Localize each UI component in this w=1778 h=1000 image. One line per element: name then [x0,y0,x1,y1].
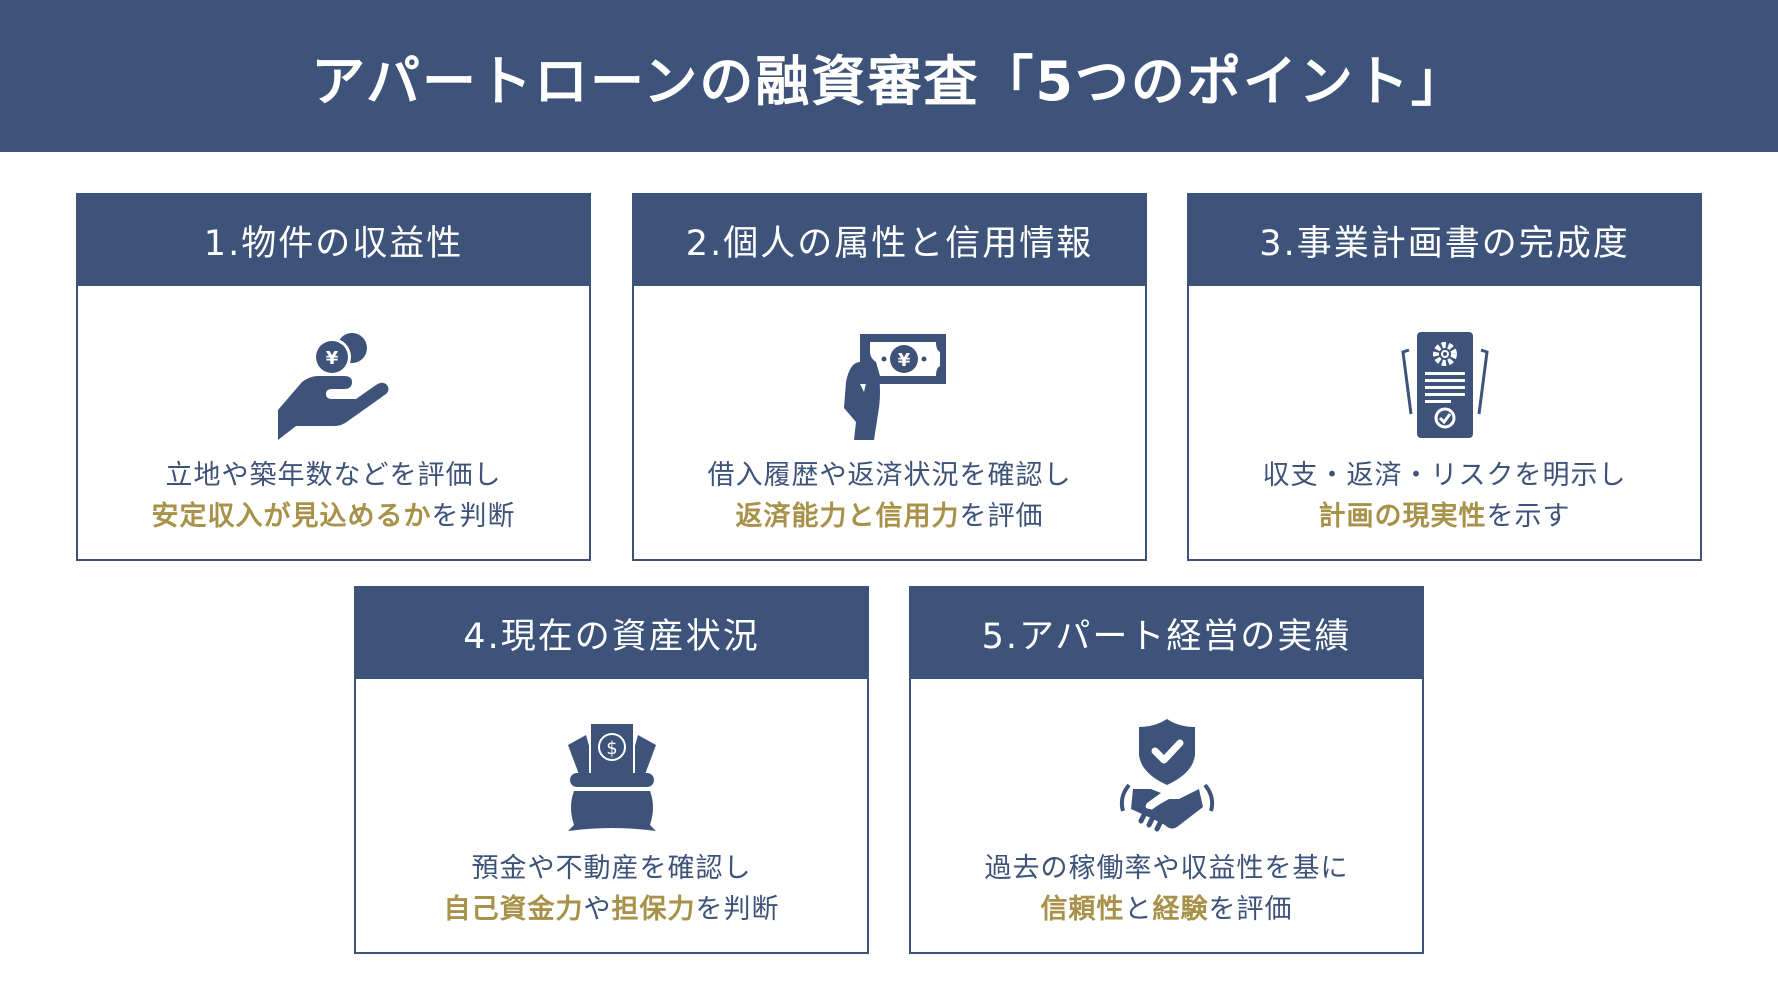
card-header: 5.アパート経営の実績 [911,588,1422,679]
point-card-4: 4.現在の資産状況 $ 預金や不動産を確認し 自己資金力や担保力を判断 [354,586,869,954]
card-heading: 3.事業計画書の完成度 [1259,224,1630,264]
text: を示す [1486,501,1571,532]
money-bag-dollar-icon: $ [552,715,672,835]
description-line-2: 計画の現実性を示す [1189,496,1700,537]
card-heading: 4.現在の資産状況 [463,617,760,657]
hand-yen-banknote-icon: ¥ [830,322,950,442]
text: や [583,894,612,925]
card-heading: 1.物件の収益性 [203,224,464,264]
text: と [1124,894,1153,925]
description-line-1: 借入履歴や返済状況を確認し [707,460,1072,491]
card-header: 2.個人の属性と信用情報 [634,195,1145,286]
highlight-text: 安定収入が見込めるか [151,501,432,532]
card-heading: 5.アパート経営の実績 [981,617,1352,657]
shield-check-handshake-icon [1107,715,1227,835]
description-line-2: 自己資金力や担保力を判断 [356,889,867,930]
highlight-text: 担保力 [611,894,696,925]
text: を判断 [695,894,780,925]
card-description: 預金や不動産を確認し 自己資金力や担保力を判断 [356,848,867,930]
card-description: 借入履歴や返済状況を確認し 返済能力と信用力を評価 [634,455,1145,537]
svg-text:¥: ¥ [325,348,338,369]
highlight-text: 信頼性 [1040,894,1125,925]
text: を判断 [431,501,516,532]
text: を評価 [1208,894,1293,925]
page-title: アパートローンの融資審査「5つのポイント」 [311,49,1467,113]
card-description: 収支・返済・リスクを明示し 計画の現実性を示す [1189,455,1700,537]
text: を評価 [959,501,1044,532]
title-banner: アパートローンの融資審査「5つのポイント」 [0,0,1778,152]
card-heading: 2.個人の属性と信用情報 [685,224,1094,264]
highlight-text: 計画の現実性 [1318,501,1487,532]
description-line-1: 預金や不動産を確認し [471,853,752,884]
description-line-2: 返済能力と信用力を評価 [634,496,1145,537]
point-card-5: 5.アパート経営の実績 過去の稼働率や収益性を基に 信頼性と経験を評価 [909,586,1424,954]
description-line-2: 信頼性と経験を評価 [911,889,1422,930]
description-line-1: 収支・返済・リスクを明示し [1262,460,1627,491]
card-description: 立地や築年数などを評価し 安定収入が見込めるかを判断 [78,455,589,537]
description-line-1: 過去の稼働率や収益性を基に [984,853,1349,884]
description-line-2: 安定収入が見込めるかを判断 [78,496,589,537]
description-line-1: 立地や築年数などを評価し [165,460,502,491]
document-gear-check-icon [1385,322,1505,442]
highlight-text: 自己資金力 [443,894,584,925]
svg-text:¥: ¥ [897,350,910,371]
svg-text:$: $ [606,738,617,759]
card-header: 1.物件の収益性 [78,195,589,286]
card-header: 3.事業計画書の完成度 [1189,195,1700,286]
highlight-text: 経験 [1152,894,1209,925]
hand-yen-coins-icon: ¥ [274,322,394,442]
card-header: 4.現在の資産状況 [356,588,867,679]
card-description: 過去の稼働率や収益性を基に 信頼性と経験を評価 [911,848,1422,930]
point-card-2: 2.個人の属性と信用情報 ¥ 借入履歴や返済状況を確認し 返済能力と信用力を評価 [632,193,1147,561]
highlight-text: 返済能力と信用力 [735,501,960,532]
point-card-1: 1.物件の収益性 ¥ 立地や築年数などを評価し 安定収入が見込めるかを判断 [76,193,591,561]
point-card-3: 3.事業計画書の完成度 収支・返済・リスクを明示し 計画の現実性を示す [1187,193,1702,561]
